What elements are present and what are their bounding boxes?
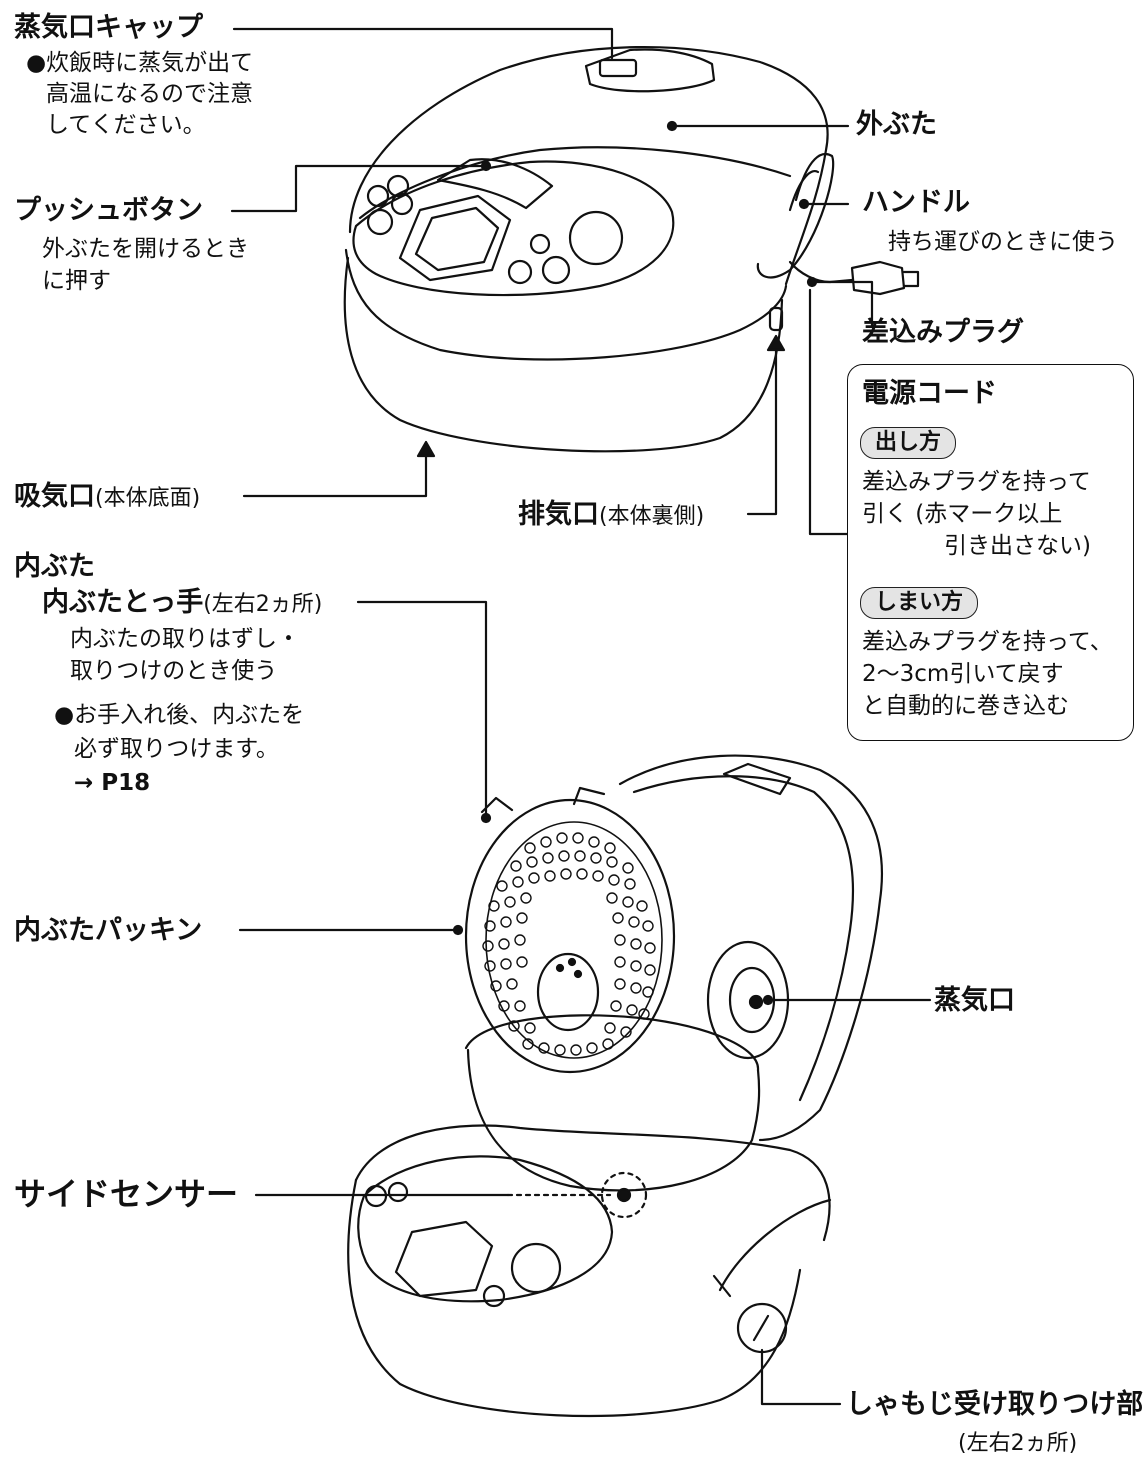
exhaust-label-main: 排気口 [518, 499, 599, 530]
push-button-note-1: 外ぶたを開けるとき [42, 236, 249, 262]
power-cord-box: 電源コード 出し方 差込みプラグを持って 引く (赤マーク以上 引き出さない) … [847, 364, 1134, 741]
inner-lid-grip-label: 内ぶたとっ手(左右2ヵ所) [42, 586, 322, 620]
plug-label: 差込みプラグ [862, 317, 1024, 348]
inner-lid-grip-note-2: 取りつけのとき使う [70, 658, 278, 684]
handle-note: 持ち運びのときに使う [888, 229, 1118, 255]
leader-lines-top [230, 27, 874, 536]
exhaust-label-sub: (本体裏側) [599, 504, 705, 529]
push-button-note-2: に押す [42, 268, 111, 294]
steam-vent-cap-note-2: 高温になるので注意 [46, 81, 253, 107]
steam-vent-cap-note-3: してください。 [46, 112, 206, 138]
intake-label-main: 吸気口 [14, 481, 95, 512]
intake-label-sub: (本体底面) [95, 486, 201, 511]
push-button-label: プッシュボタン [14, 195, 203, 226]
retract-line-2: 2〜3cm引いて戻す [862, 661, 1064, 687]
side-sensor-label: サイドセンサー [14, 1175, 239, 1213]
leader-lines-bottom [238, 600, 932, 1406]
inner-lid-holes [482, 832, 656, 1056]
pull-out-badge: 出し方 [860, 427, 957, 459]
inner-lid-care-note-2: 必ず取りつけます。 [74, 736, 279, 762]
steam-vent-cap-note-1: ●炊飯時に蒸気が出て [26, 50, 254, 76]
intake-label: 吸気口(本体底面) [14, 480, 200, 514]
pull-out-line-2: 引く (赤マーク以上 [862, 501, 1063, 527]
inner-lid-grip-main: 内ぶたとっ手 [42, 587, 204, 618]
inner-lid-grip-sub: (左右2ヵ所) [203, 592, 323, 617]
outer-lid-label: 外ぶた [856, 109, 937, 140]
pull-out-line-1: 差込みプラグを持って [862, 469, 1091, 495]
retract-badge: しまい方 [860, 587, 979, 619]
inner-lid-heading: 内ぶた [14, 551, 95, 582]
steam-vent-cap-label: 蒸気口キャップ [14, 12, 203, 43]
closed-cooker-drawing [343, 45, 920, 453]
handle-label: ハンドル [862, 187, 970, 218]
power-cord-title: 電源コード [862, 378, 997, 409]
paddle-holder-label: しゃもじ受け取りつけ部 [846, 1389, 1144, 1420]
inner-lid-care-note-1: ●お手入れ後、内ぶたを [54, 702, 305, 728]
inner-lid-grip-note-1: 内ぶたの取りはずし・ [70, 626, 300, 652]
retract-line-1: 差込みプラグを持って、 [862, 629, 1113, 655]
exhaust-label: 排気口(本体裏側) [518, 498, 704, 532]
pull-out-line-3: 引き出さない) [944, 533, 1091, 559]
steam-port-label: 蒸気口 [934, 985, 1015, 1016]
inner-lid-packing-label: 内ぶたパッキン [14, 915, 203, 946]
inner-lid-care-note-3: → P18 [74, 770, 151, 796]
paddle-holder-sub: (左右2ヵ所) [958, 1431, 1078, 1456]
retract-line-3: と自動的に巻き込む [862, 693, 1069, 719]
open-cooker-drawing [347, 754, 883, 1418]
